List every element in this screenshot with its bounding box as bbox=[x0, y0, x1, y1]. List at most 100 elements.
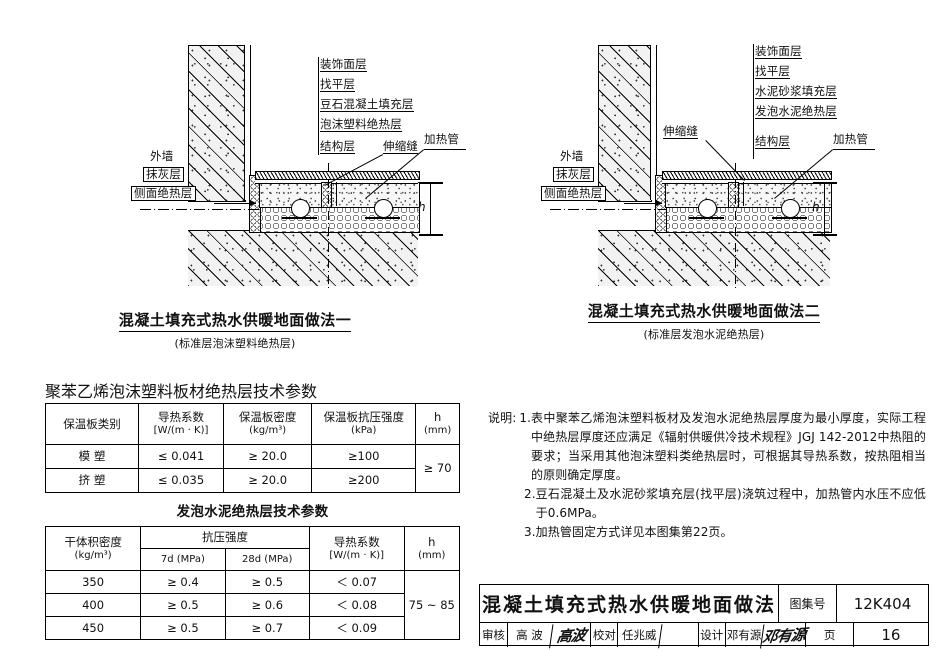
expansion-joint-left bbox=[321, 182, 332, 208]
label-fill-right: 水泥砂浆填充层 bbox=[755, 84, 837, 99]
td-foam-r2-cond: ＜ 0.09 bbox=[308, 616, 405, 640]
th-eps-1: 导热系数 [W/(m · K)] bbox=[137, 403, 225, 445]
figure-right-subcaption: (标准层发泡水泥绝热层) bbox=[643, 328, 765, 341]
leader-arrow-side-right bbox=[656, 200, 662, 206]
level-line-left bbox=[140, 209, 260, 210]
pipe-clip-left-2 bbox=[365, 217, 400, 219]
td-foam-r2-d28: ≥ 0.7 bbox=[224, 616, 310, 640]
check-label: 校对 bbox=[590, 623, 617, 647]
dim-line-right bbox=[824, 182, 826, 235]
pipe-clip-right-1 bbox=[689, 217, 724, 219]
th-foam-h: h (mm) bbox=[403, 526, 460, 571]
table-row: 挤 塑 ≤ 0.035 ≥ 20.0 ≥200 bbox=[45, 468, 460, 493]
label-expansion-joint-left: 伸缩缝 bbox=[383, 139, 419, 154]
table-foam-wrap: 干体积密度 (kg/m³) 抗压强度 导热系数 [W/(m · K)] h (m… bbox=[44, 526, 460, 640]
label-side-insulation-left: 侧面绝热层 bbox=[131, 186, 196, 201]
table-row: 450 ≥ 0.5 ≥ 0.7 ＜ 0.09 bbox=[44, 616, 460, 640]
note-item-2: 2. 豆石混凝土及水泥砂浆填充层(找平层)浇筑过程中，加热管内水压不应低于0.6… bbox=[524, 485, 926, 523]
td-eps-r1-c1: ≤ 0.035 bbox=[137, 468, 225, 493]
note-item-3: 3. 加热管固定方式详见本图集第22页。 bbox=[524, 523, 926, 542]
dim-label-right: h bbox=[812, 200, 820, 214]
notes-lead: 说明: bbox=[488, 411, 517, 425]
label-heating-pipe-right: 加热管 bbox=[833, 132, 869, 146]
leader-side-insulation-right bbox=[624, 203, 662, 204]
figure-right-caption-wrap: 混凝土填充式热水供暖地面做法二 (标准层发泡水泥绝热层) bbox=[470, 300, 938, 342]
figure-left-caption-wrap: 混凝土填充式热水供暖地面做法一 (标准层泡沫塑料绝热层) bbox=[0, 309, 470, 351]
exterior-wall-left bbox=[188, 45, 246, 202]
td-eps-r0-c3: ≥100 bbox=[311, 444, 417, 469]
label-leveling-right: 找平层 bbox=[755, 64, 791, 79]
label-leveling-left: 找平层 bbox=[320, 77, 356, 92]
table-row: 400 ≥ 0.5 ≥ 0.6 ＜ 0.08 bbox=[44, 593, 460, 617]
th-foam-strength: 抗压强度 bbox=[140, 526, 310, 549]
expansion-joint-right bbox=[728, 182, 739, 208]
drawing-title: 混凝土填充式热水供暖地面做法 bbox=[481, 594, 776, 616]
dim-tick-bot-left bbox=[419, 234, 443, 236]
structural-slab-right bbox=[598, 230, 830, 286]
wall-plaster-strip-left bbox=[244, 45, 251, 200]
th-eps-2: 保温板密度 (kg/m³) bbox=[223, 403, 313, 445]
td-eps-r1-c3: ≥200 bbox=[311, 468, 417, 493]
label-insulation-right: 发泡水泥绝热层 bbox=[755, 104, 837, 119]
foam-cement-insulation-right bbox=[662, 205, 832, 233]
review-signature: 高波 bbox=[549, 621, 593, 649]
stack-label-rail-right bbox=[753, 44, 754, 159]
th-eps-4: h (mm) bbox=[415, 403, 460, 445]
label-plaster-left: 抹灰层 bbox=[143, 167, 185, 182]
figure-left-subcaption: (标准层泡沫塑料绝热层) bbox=[174, 337, 296, 350]
page-label: 页 bbox=[805, 623, 852, 647]
label-fill-left: 豆石混凝土填充层 bbox=[320, 97, 414, 112]
figure-left: h 外墙 抹灰层 侧面绝热层 装饰面层 找平层 豆石混凝土填充层 泡沫塑料绝热层… bbox=[0, 0, 470, 360]
wall-plaster-strip-right bbox=[650, 45, 657, 200]
title-block-bottom-row: 审核 高 波 高波 校对 任兆威 设计 邓有源 邓有源 页 16 bbox=[480, 621, 928, 649]
label-finish-left: 装饰面层 bbox=[320, 57, 367, 72]
heating-pipe-left-2 bbox=[374, 199, 393, 218]
note-text-1: 表中聚苯乙烯泡沫塑料板材及发泡水泥绝热层厚度为最小厚度，实际工程中绝热层厚度还应… bbox=[531, 411, 926, 482]
table-eps-header-row: 保温板类别 导热系数 [W/(m · K)] 保温板密度 (kg/m³) 保温板… bbox=[45, 403, 460, 445]
th-eps-3: 保温板抗压强度 (kPa) bbox=[311, 403, 417, 445]
table-row: 350 ≥ 0.4 ≥ 0.5 ＜ 0.07 75 ~ 85 bbox=[44, 570, 460, 640]
label-exterior-wall-right: 外墙 bbox=[560, 149, 584, 163]
label-insulation-left: 泡沫塑料绝热层 bbox=[320, 117, 402, 132]
td-foam-r1-density: 400 bbox=[44, 593, 142, 617]
td-foam-r2-density: 450 bbox=[44, 616, 142, 640]
section-centerline-right bbox=[735, 163, 736, 291]
level-line-right bbox=[550, 209, 666, 210]
expansion-joint-line-left bbox=[336, 182, 337, 206]
td-eps-r1-c0: 挤 塑 bbox=[45, 468, 139, 493]
note-num-2: 2. bbox=[524, 487, 536, 501]
note-text-2: 豆石混凝土及水泥砂浆填充层(找平层)浇筑过程中，加热管内水压不应低于0.6MPa… bbox=[535, 487, 926, 520]
dim-label-left: h bbox=[418, 200, 426, 214]
dim-tick-top-left bbox=[419, 182, 443, 184]
note-num-3: 3. bbox=[524, 525, 536, 539]
leader-arrow-side-left bbox=[250, 200, 256, 206]
review-name: 高 波 bbox=[506, 623, 551, 647]
td-foam-r0-density: 350 bbox=[44, 570, 142, 594]
th-foam-cond: 导热系数 [W/(m · K)] bbox=[308, 526, 405, 571]
design-signature: 邓有源 bbox=[760, 621, 808, 649]
table-foam-header-row-1: 干体积密度 (kg/m³) 抗压强度 导热系数 [W/(m · K)] h (m… bbox=[44, 526, 460, 571]
note-num-1: 1. bbox=[519, 411, 531, 425]
figure-right-caption: 混凝土填充式热水供暖地面做法二 bbox=[587, 300, 821, 323]
review-label: 审核 bbox=[481, 628, 505, 642]
stack-label-rail-left bbox=[318, 57, 319, 155]
label-heating-pipe-underline-right bbox=[833, 149, 875, 150]
decorative-finish-right bbox=[662, 171, 832, 180]
label-expansion-joint-right: 伸缩缝 bbox=[663, 124, 699, 139]
td-foam-r1-cond: ＜ 0.08 bbox=[308, 593, 405, 617]
fill-layer-right bbox=[665, 182, 832, 208]
label-heating-pipe-left: 加热管 bbox=[424, 132, 460, 146]
td-foam-h: 75 ~ 85 bbox=[403, 570, 460, 640]
td-foam-r0-d28: ≥ 0.5 bbox=[224, 570, 310, 594]
table-eps-wrap: 保温板类别 导热系数 [W/(m · K)] 保温板密度 (kg/m³) 保温板… bbox=[45, 403, 460, 493]
dim-tick-bot-right bbox=[813, 234, 837, 236]
note-text-3: 加热管固定方式详见本图集第22页。 bbox=[535, 525, 733, 539]
table-eps-title: 聚苯乙烯泡沫塑料板材绝热层技术参数 bbox=[45, 382, 318, 401]
td-foam-r0-cond: ＜ 0.07 bbox=[308, 570, 405, 594]
th-foam-7d: 7d (MPa) bbox=[140, 548, 226, 571]
section-centerline-left bbox=[328, 163, 329, 291]
pipe-clip-right-2 bbox=[772, 217, 807, 219]
heating-pipe-left-1 bbox=[291, 199, 310, 218]
th-eps-0: 保温板类别 bbox=[45, 403, 139, 445]
